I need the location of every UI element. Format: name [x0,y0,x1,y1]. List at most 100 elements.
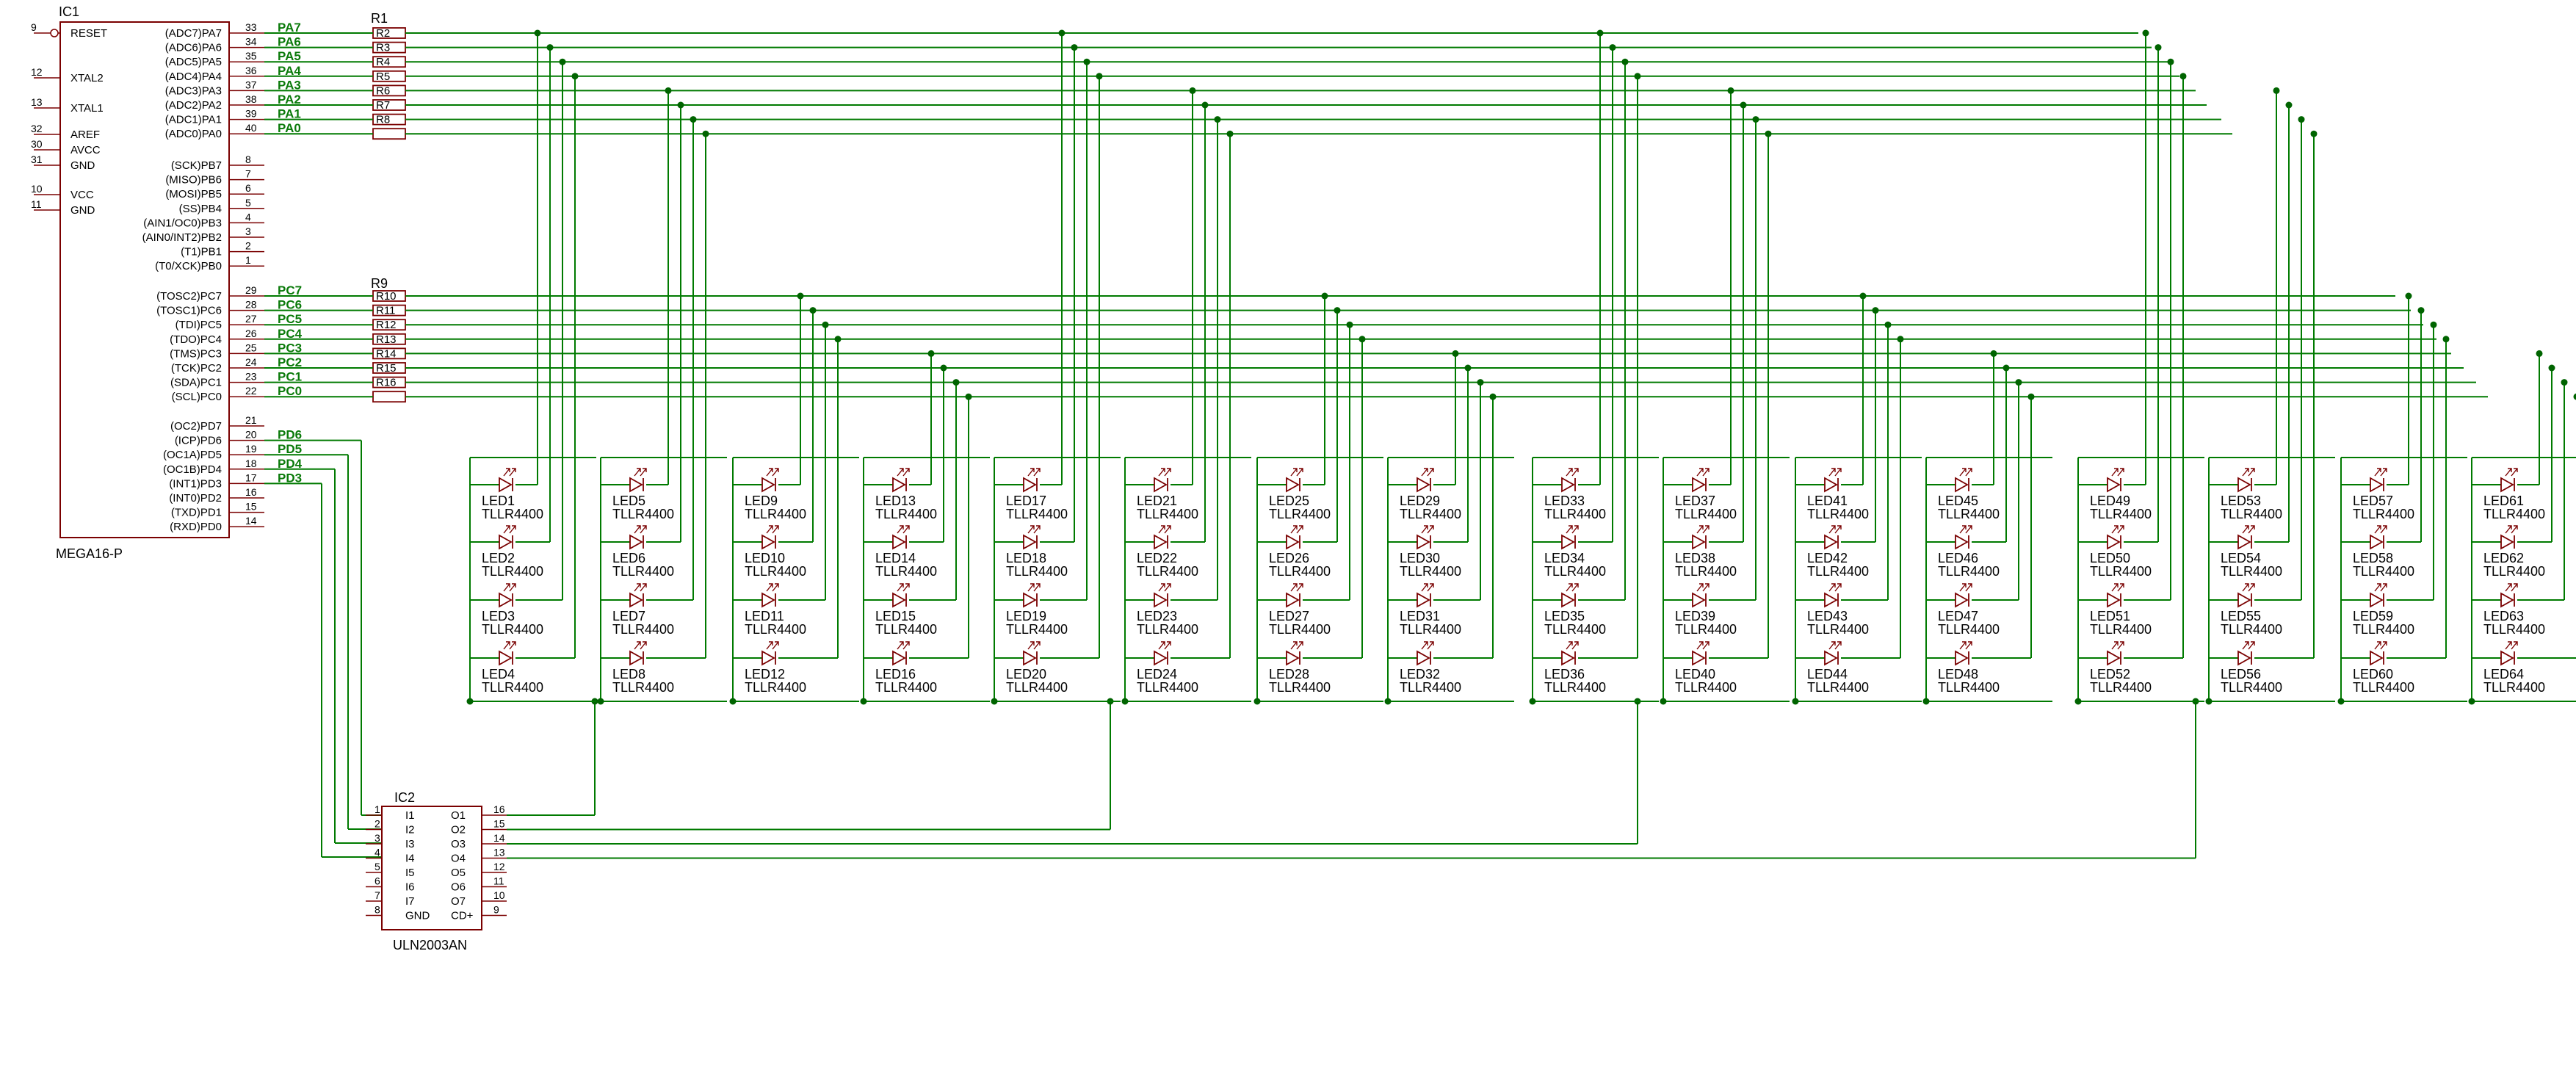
led-part: TLLR4400 [745,622,806,637]
led-part: TLLR4400 [1807,507,1869,521]
led-part: TLLR4400 [1269,564,1331,579]
led-diode [1286,592,1300,608]
led-diode [1561,477,1575,493]
ic1-name: IC1 [59,4,79,19]
ic1-pin-number: 11 [31,198,42,210]
resistor-label: R4 [376,56,390,68]
ic1-pin-number: 6 [245,182,251,194]
led-name: LED38 [1675,551,1715,565]
junction-dot [1872,307,1879,314]
led-arrow [1566,583,1573,592]
junction-dot [2027,393,2035,400]
ic1-pin-number: 15 [245,501,257,513]
junction-dot [1253,698,1261,705]
led-arrow [1696,641,1704,650]
ic1-pin-number: 3 [245,225,251,237]
junction-dot [2417,307,2425,314]
junction-dot [2298,116,2305,123]
ic2-pin-label: I7 [405,895,415,908]
led-diode [1561,650,1575,666]
led-arrow [1959,641,1967,650]
resistor-bank-a-name: R1 [371,11,388,26]
led-part: TLLR4400 [2221,507,2282,521]
led-part: TLLR4400 [2483,564,2545,579]
led-name: LED61 [2483,494,2524,508]
ic1-pin-number: 10 [31,183,43,195]
led-part: TLLR4400 [1675,564,1737,579]
led-diode [892,592,906,608]
junction-dot [690,116,697,123]
junction-dot [2273,87,2280,94]
led-part: TLLR4400 [1269,680,1331,695]
junction-dot [1990,350,1997,357]
ic1-pin-label: (TMS)PC3 [170,347,222,360]
led-diode [1955,534,1969,550]
led-name: LED54 [2221,551,2261,565]
led-arrow [2511,641,2518,650]
junction-dot [466,698,474,705]
led-part: TLLR4400 [745,564,806,579]
ic2-pin-label: O6 [451,881,466,894]
led-diode [1154,592,1168,608]
net-label-port-c: PC5 [278,312,302,326]
junction-dot [1096,73,1103,80]
led-diode [1417,477,1430,493]
led-arrow [2248,468,2255,477]
led-name: LED4 [482,667,515,682]
ic1-pin-label: (OC1A)PD5 [163,449,222,461]
ic1-pin-number: 36 [245,65,257,76]
ic1-pin-number: 22 [245,385,257,397]
junction-dot [1334,307,1341,314]
led-arrow [2242,468,2249,477]
led-name: LED14 [875,551,916,565]
led-arrow [2248,525,2255,534]
led-name: LED7 [612,609,645,623]
led-arrow [1158,468,1165,477]
led-part: TLLR4400 [482,564,543,579]
led-part: TLLR4400 [612,564,674,579]
led-arrow [2505,525,2512,534]
led-diode [1955,592,1969,608]
led-part: TLLR4400 [1006,507,1068,521]
ic1-pin-label: VCC [70,189,94,201]
led-diode [1154,650,1168,666]
led-part: TLLR4400 [1269,507,1331,521]
led-arrow [1828,641,1836,650]
resistor-label: R7 [376,99,390,112]
led-arrow [1296,583,1303,592]
junction-dot [952,379,960,386]
ic1-pin-number: 40 [245,122,257,134]
ic1-pin-number: 38 [245,93,257,105]
led-part: TLLR4400 [1544,680,1606,695]
led-part: TLLR4400 [1400,564,1461,579]
led-diode [1154,477,1168,493]
led-part: TLLR4400 [1400,622,1461,637]
led-part: TLLR4400 [875,507,937,521]
led-arrow [2111,641,2119,650]
led-part: TLLR4400 [1544,564,1606,579]
led-name: LED36 [1544,667,1585,682]
junction-dot [2154,44,2162,51]
net-label-port-a: PA2 [278,93,301,106]
led-arrow [1033,525,1041,534]
led-part: TLLR4400 [2483,680,2545,695]
ic1-pin-label: (OC2)PD7 [170,420,222,433]
ic2-pin-number: 5 [375,861,380,872]
led-part: TLLR4400 [612,622,674,637]
led-arrow [2511,468,2518,477]
led-arrow [2117,468,2124,477]
led-diode [1023,477,1037,493]
led-diode [1023,592,1037,608]
ic1-pin-label: AVCC [70,144,101,156]
led-arrow [1834,583,1842,592]
junction-dot [1727,87,1734,94]
led-diode [1417,534,1430,550]
led-diode [761,592,775,608]
led-arrow [1296,525,1303,534]
led-part: TLLR4400 [1675,680,1737,695]
led-name: LED31 [1400,609,1440,623]
led-arrow [1702,641,1710,650]
led-arrow [634,641,641,650]
